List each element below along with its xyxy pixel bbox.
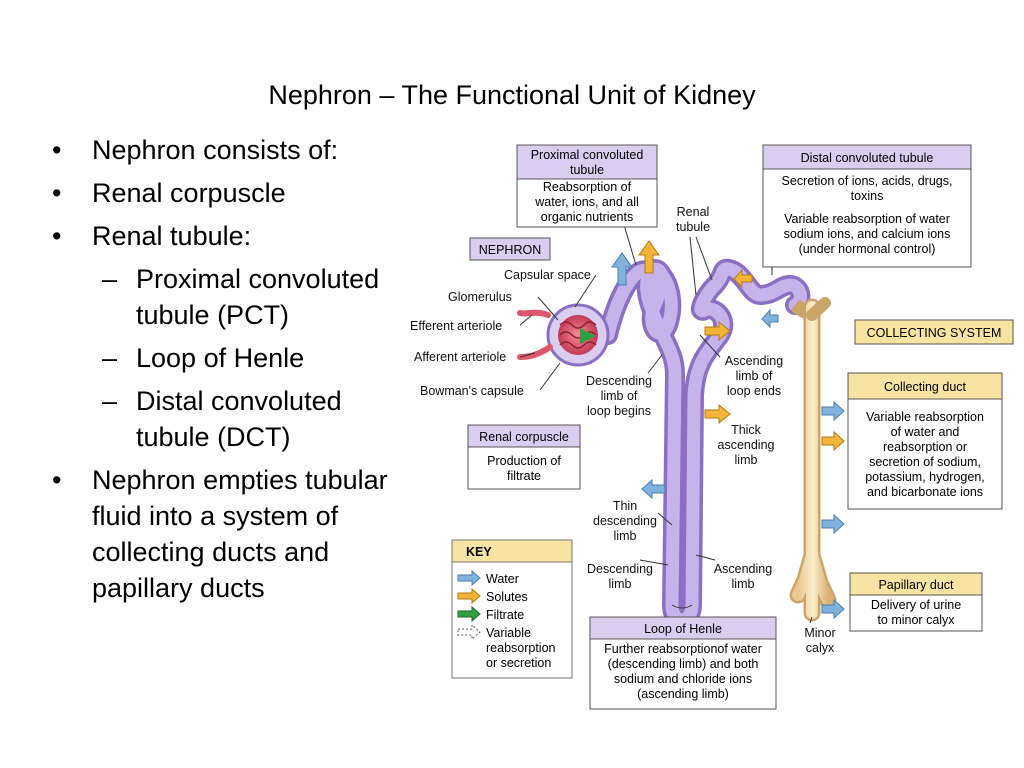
thick-ascending-1: Thick xyxy=(731,423,762,437)
renal-corpuscle-title: Renal corpuscle xyxy=(479,430,569,444)
afferent-arteriole-label: Afferent arteriole xyxy=(414,350,506,364)
pct-body-2: water, ions, and all xyxy=(534,195,639,209)
papillary-duct-body-1: Delivery of urine xyxy=(871,598,961,612)
renal-tubule-label-1: Renal xyxy=(677,205,710,219)
collecting-duct-title: Collecting duct xyxy=(884,380,967,394)
dct-box: Distal convoluted tubule Secretion of io… xyxy=(762,144,972,268)
collecting-system-label: COLLECTING SYSTEM xyxy=(854,319,1014,345)
efferent-arteriole-label: Efferent arteriole xyxy=(410,319,502,333)
loop-henle-body-3: sodium and chloride ions xyxy=(614,672,752,686)
collecting-duct-body-2: of water and xyxy=(891,425,960,439)
pct-box: Proximal convoluted tubule Reabsorption … xyxy=(516,144,658,228)
ascending-ends-3: loop ends xyxy=(727,384,781,398)
key-legend: KEY Water Solutes Filtrate Variable reab… xyxy=(451,539,573,679)
renal-corpuscle-box: Renal corpuscle Production of filtrate xyxy=(467,424,581,490)
ascending-ends-1: Ascending xyxy=(725,354,783,368)
descending-begins-3: loop begins xyxy=(587,404,651,418)
renal-tubule xyxy=(598,258,811,630)
thick-ascending-3: limb xyxy=(735,453,758,467)
dct-title: Distal convoluted tubule xyxy=(801,151,934,165)
pct-title-2: tubule xyxy=(570,163,604,177)
papillary-duct-body-2: to minor calyx xyxy=(877,613,955,627)
key-or-secretion: or secretion xyxy=(486,656,551,670)
key-title: KEY xyxy=(466,545,492,559)
collecting-duct-body-4: secretion of sodium, xyxy=(869,455,981,469)
collecting-duct-box: Collecting duct Variable reabsorption of… xyxy=(847,372,1003,510)
key-solutes: Solutes xyxy=(486,590,528,604)
descending-limb-2: limb xyxy=(609,577,632,591)
slide-title: Nephron – The Functional Unit of Kidney xyxy=(268,80,756,110)
thin-descending-2: descending xyxy=(593,514,657,528)
bullet-list: Nephron consists of: Renal corpuscle Ren… xyxy=(52,132,392,613)
dct-body-1: Secretion of ions, acids, drugs, xyxy=(782,174,953,188)
subbullet-dct: Distal convoluted tubule (DCT) xyxy=(96,383,392,455)
bowmans-capsule-label: Bowman's capsule xyxy=(420,384,524,398)
key-water: Water xyxy=(486,572,519,586)
renal-corpuscle-body-2: filtrate xyxy=(507,469,541,483)
loop-henle-body-1: Further reabsorptionof water xyxy=(604,642,762,656)
variable-arrow-icon xyxy=(457,623,481,641)
svg-text:NEPHRON: NEPHRON xyxy=(479,243,542,257)
structure-labels: Renal tubule Capsular space Glomerulus E… xyxy=(410,205,836,655)
descending-limb-1: Descending xyxy=(587,562,653,576)
dct-body-4: sodium ions, and calcium ions xyxy=(784,227,951,241)
collecting-duct-body-1: Variable reabsorption xyxy=(866,410,984,424)
renal-tubule-label-2: tubule xyxy=(676,220,710,234)
thick-ascending-2: ascending xyxy=(718,438,775,452)
loop-henle-title: Loop of Henle xyxy=(644,622,722,636)
glomerulus-label: Glomerulus xyxy=(448,290,512,304)
descending-begins-1: Descending xyxy=(586,374,652,388)
collecting-duct-body-3: reabsorption or xyxy=(883,440,967,454)
ascending-limb-2: limb xyxy=(732,577,755,591)
leader-lines xyxy=(519,224,813,624)
nephron-diagram-svg: Proximal convoluted tubule Reabsorption … xyxy=(410,144,1014,710)
pct-body-1: Reabsorption of xyxy=(543,180,632,194)
minor-calyx-1: Minor xyxy=(804,626,835,640)
nephron-label: NEPHRON xyxy=(469,237,551,261)
subbullet-pct: Proximal convoluted tubule (PCT) xyxy=(96,261,392,333)
solutes-arrow-icon xyxy=(457,587,481,605)
glomerulus xyxy=(517,303,610,367)
minor-calyx-2: calyx xyxy=(806,641,835,655)
loop-henle-body-4: (ascending limb) xyxy=(637,687,729,701)
svg-text:COLLECTING SYSTEM: COLLECTING SYSTEM xyxy=(867,326,1002,340)
nephron-diagram: Proximal convoluted tubule Reabsorption … xyxy=(400,135,1020,725)
renal-corpuscle-body-1: Production of xyxy=(487,454,561,468)
dct-body-5: (under hormonal control) xyxy=(799,242,936,256)
collecting-duct xyxy=(789,297,837,622)
bullet-renal-corpuscle: Renal corpuscle xyxy=(52,175,392,211)
loop-of-henle-box: Loop of Henle Further reabsorptionof wat… xyxy=(589,616,777,710)
ascending-ends-2: limb of xyxy=(736,369,773,383)
dct-body-3: Variable reabsorption of water xyxy=(784,212,950,226)
papillary-duct-box: Papillary duct Delivery of urine to mino… xyxy=(849,572,983,632)
bullet-nephron-empties: Nephron empties tubular fluid into a sys… xyxy=(52,462,392,606)
key-filtrate: Filtrate xyxy=(486,608,524,622)
filtrate-arrow-icon xyxy=(457,605,481,623)
thin-descending-3: limb xyxy=(614,529,637,543)
bullet-nephron-consists: Nephron consists of: xyxy=(52,132,392,168)
pct-title-1: Proximal convoluted xyxy=(531,148,644,162)
subbullet-loop-of-henle: Loop of Henle xyxy=(96,340,392,376)
dct-body-2: toxins xyxy=(851,189,884,203)
loop-henle-body-2: (descending limb) and both xyxy=(608,657,759,671)
key-variable: Variable xyxy=(486,626,531,640)
collecting-duct-body-5: potassium, hydrogen, xyxy=(865,470,985,484)
descending-begins-2: limb of xyxy=(601,389,638,403)
key-reabsorption: reabsorption xyxy=(486,641,556,655)
transport-arrows xyxy=(611,240,845,620)
papillary-duct-title: Papillary duct xyxy=(878,578,954,592)
ascending-limb-1: Ascending xyxy=(714,562,772,576)
water-arrow-icon xyxy=(457,569,481,587)
collecting-duct-body-6: and bicarbonate ions xyxy=(867,485,983,499)
bullet-renal-tubule: Renal tubule: xyxy=(52,218,392,254)
capsular-space-label: Capsular space xyxy=(504,268,591,282)
thin-descending-1: Thin xyxy=(613,499,637,513)
pct-body-3: organic nutrients xyxy=(541,210,633,224)
